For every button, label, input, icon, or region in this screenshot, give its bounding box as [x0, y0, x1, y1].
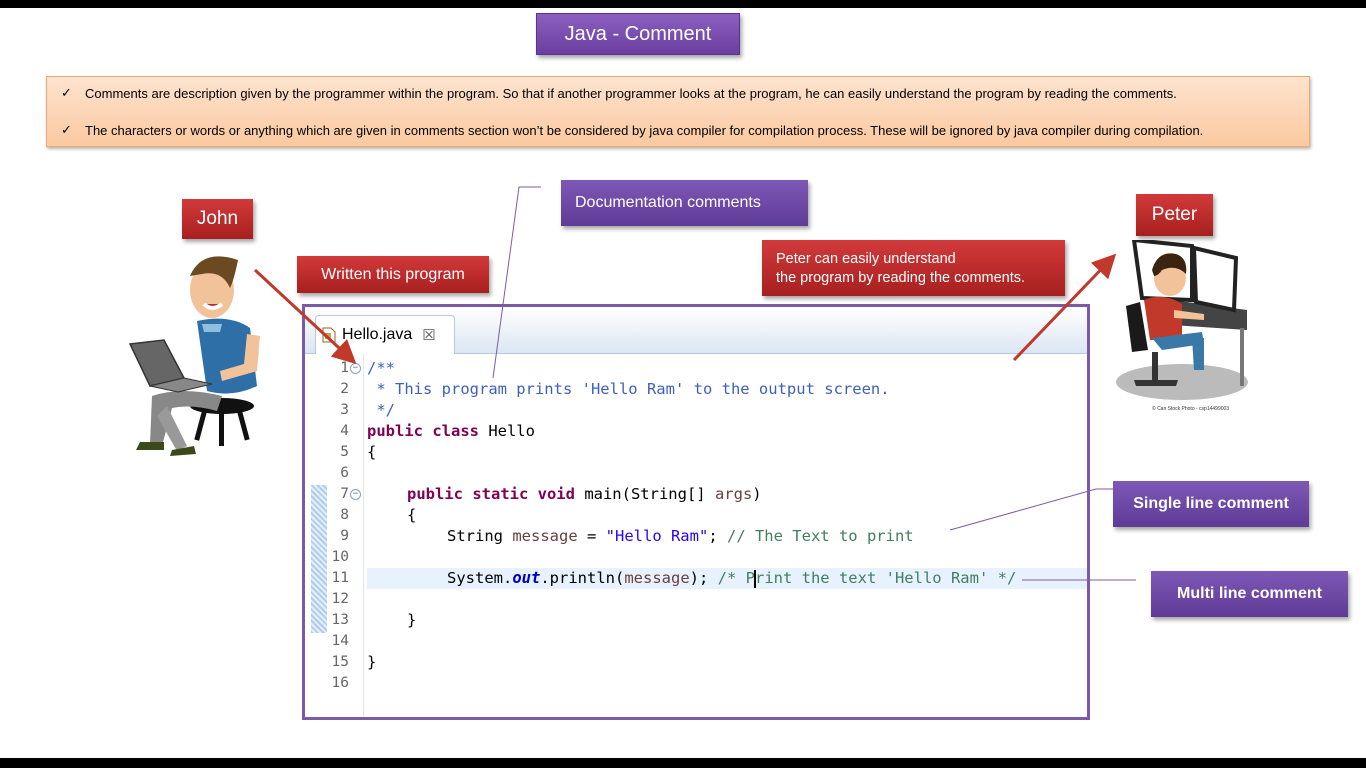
info-text: Comments are description given by the pr…	[85, 85, 1177, 101]
tab-hello-java[interactable]: Hello.java ☒	[315, 315, 455, 354]
documentation-comments-label: Documentation comments	[561, 180, 808, 226]
written-program-label: Written this program	[297, 256, 489, 293]
code-line: 2 * This program prints 'Hello Ram' to t…	[340, 380, 890, 398]
top-black-bar	[0, 0, 1366, 8]
code-line: 3 */	[340, 401, 395, 419]
code-line: 15}	[331, 653, 377, 671]
peter-label: Peter	[1136, 194, 1213, 236]
check-icon: ✓	[61, 85, 72, 100]
code-line: 1−/**	[340, 359, 395, 377]
code-line: 14	[331, 633, 349, 649]
change-marker	[311, 485, 327, 633]
code-line: 8{	[340, 506, 417, 524]
peter-illustration: © Can Stock Photo - csp14499003	[1116, 240, 1248, 412]
peter-note-label: Peter can easily understand the program …	[762, 240, 1065, 296]
single-line-comment-label: Single line comment	[1113, 481, 1309, 527]
code-line: 7−public static void main(String[] args)	[340, 485, 762, 503]
bottom-black-bar	[0, 758, 1366, 768]
code-line: 10	[331, 549, 349, 565]
fold-icon[interactable]: −	[350, 489, 361, 500]
photo-caption: © Can Stock Photo - csp14499003	[1152, 405, 1229, 412]
editor-tab-strip: Hello.java ☒	[305, 307, 1087, 354]
code-editor: Hello.java ☒ 1−/** 2 * This program prin…	[302, 304, 1090, 720]
tab-label: Hello.java	[342, 326, 413, 343]
code-line: 13}	[331, 611, 417, 629]
close-tab-icon[interactable]: ☒	[422, 327, 436, 344]
text-cursor	[753, 569, 756, 588]
multi-line-comment-label: Multi line comment	[1151, 571, 1348, 617]
peter-note-line1: Peter can easily understand	[776, 250, 956, 267]
slide-title: Java - Comment	[536, 13, 740, 55]
info-item: ✓ The characters or words or anything wh…	[61, 122, 1203, 138]
info-text: The characters or words or anything whic…	[85, 122, 1204, 138]
code-line: 12	[331, 591, 349, 607]
code-line: 5{	[340, 443, 377, 461]
peter-note-line2: the program by reading the comments.	[776, 269, 1026, 286]
john-label: John	[182, 199, 253, 239]
info-box: ✓ Comments are description given by the …	[46, 76, 1310, 147]
editor-gutter	[305, 354, 364, 717]
java-file-icon	[322, 327, 336, 343]
john-illustration	[128, 256, 260, 456]
code-line: 6	[340, 465, 349, 481]
code-line: 16	[331, 675, 349, 691]
current-line-highlight	[367, 568, 1087, 589]
check-icon: ✓	[61, 122, 72, 137]
info-item: ✓ Comments are description given by the …	[61, 85, 1177, 101]
fold-icon[interactable]: −	[350, 363, 361, 374]
